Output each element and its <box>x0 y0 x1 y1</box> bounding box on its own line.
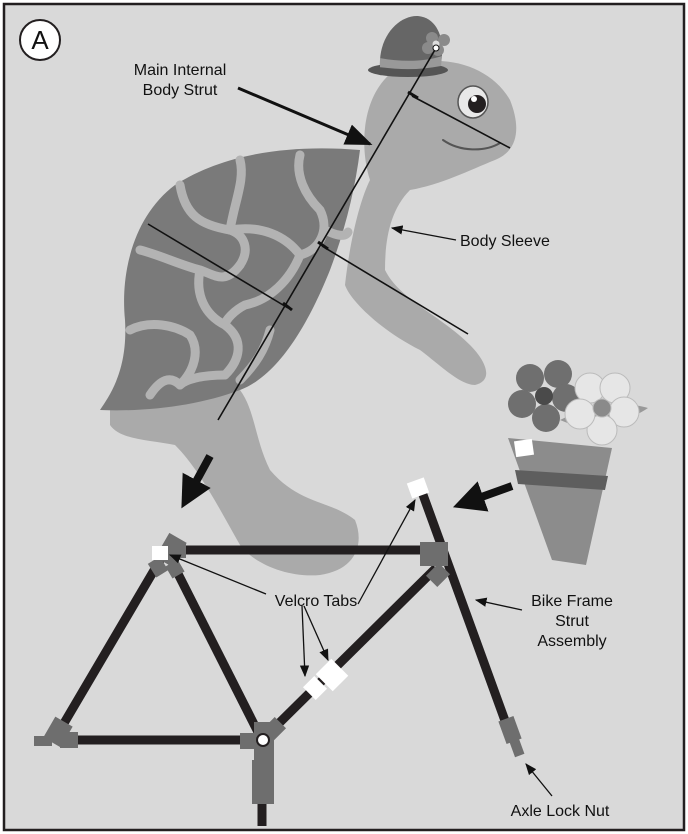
label-bike-frame-line2: Strut <box>555 613 589 630</box>
panel-badge-letter: A <box>31 25 49 55</box>
label-bike-frame-line3: Assembly <box>537 633 606 650</box>
label-velcro-tabs: Velcro Tabs <box>275 593 357 610</box>
label-bike-frame-line1: Bike Frame <box>531 593 613 610</box>
panel-badge: A <box>20 20 60 60</box>
label-main-strut-line2: Body Strut <box>143 82 218 99</box>
pot-velcro-tab <box>514 439 534 457</box>
label-main-strut-line1: Main Internal <box>134 62 227 79</box>
label-body-sleeve: Body Sleeve <box>460 233 550 250</box>
turtle-eye-glint <box>471 96 477 102</box>
label-axle-lock-nut: Axle Lock Nut <box>511 803 610 820</box>
bottom-bracket <box>257 734 269 746</box>
turtle-eye-pupil <box>468 95 486 113</box>
